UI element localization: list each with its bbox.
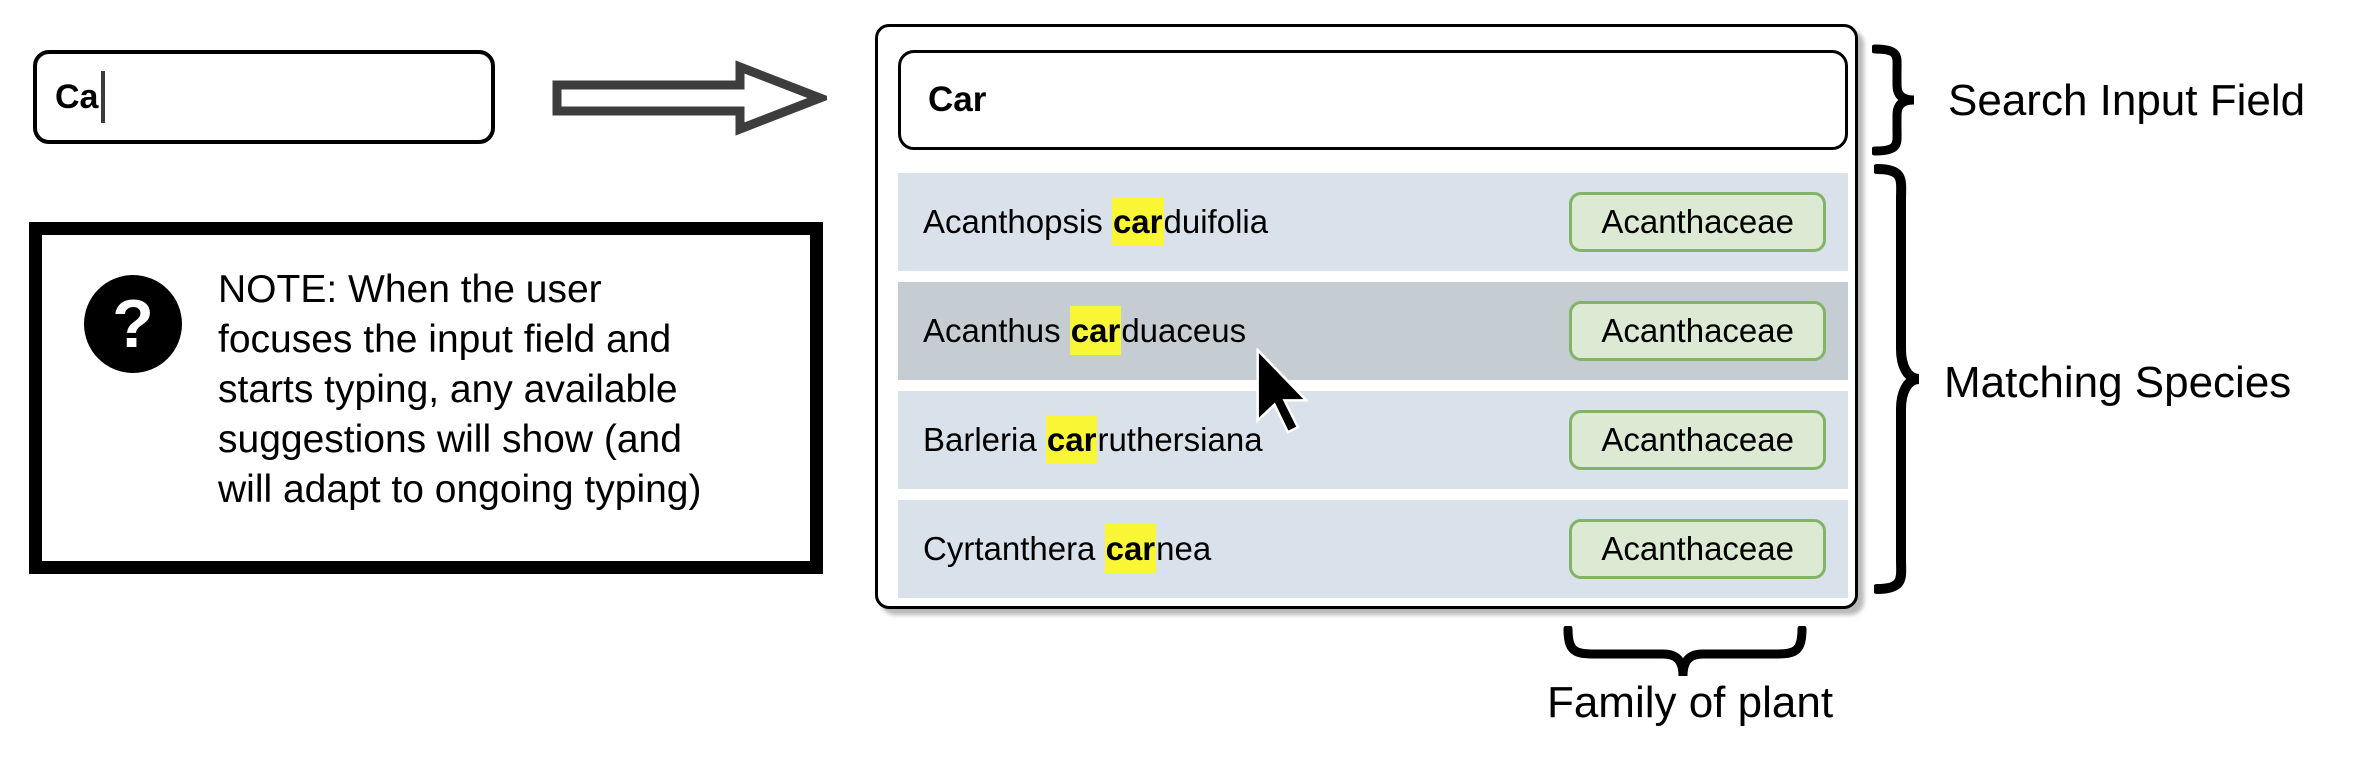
typing-search-input[interactable]: Ca	[33, 50, 495, 144]
family-badge: Acanthaceae	[1569, 519, 1826, 579]
search-input-value: Car	[928, 80, 987, 119]
search-input[interactable]: Car	[898, 50, 1848, 150]
label-search-input-field: Search Input Field	[1948, 76, 2306, 125]
label-matching-species: Matching Species	[1944, 358, 2292, 407]
suggestions-panel: Car Acanthopsis carduifolia Acanthaceae …	[875, 24, 1858, 609]
match-highlight: car	[1069, 306, 1122, 355]
match-highlight: car	[1111, 197, 1164, 246]
note-text: NOTE: When the user focuses the input fi…	[218, 265, 701, 515]
family-badge: Acanthaceae	[1569, 410, 1826, 470]
text-caret	[101, 71, 106, 123]
species-name: Acanthus carduaceus	[923, 306, 1246, 355]
right-arrow-icon	[552, 60, 833, 141]
typing-search-input-value: Ca	[55, 77, 99, 116]
species-name: Barleria carruthersiana	[923, 415, 1263, 464]
brace-family	[1563, 624, 1807, 685]
question-icon: ?	[84, 275, 182, 373]
species-name: Cyrtanthera carnea	[923, 524, 1211, 573]
note-line: starts typing, any available	[218, 368, 678, 411]
note-line: NOTE: When the user	[218, 268, 602, 311]
match-highlight: car	[1045, 415, 1098, 464]
note-line: focuses the input field and	[218, 318, 672, 361]
suggestion-row-hovered[interactable]: Acanthus carduaceus Acanthaceae	[898, 282, 1848, 380]
family-badge: Acanthaceae	[1569, 192, 1826, 252]
match-highlight: car	[1104, 524, 1157, 573]
suggestion-row[interactable]: Cyrtanthera carnea Acanthaceae	[898, 500, 1848, 598]
suggestion-row[interactable]: Acanthopsis carduifolia Acanthaceae	[898, 173, 1848, 271]
brace-matching-species	[1872, 164, 1922, 599]
mouse-cursor-icon	[1256, 346, 1310, 441]
label-family-of-plant: Family of plant	[1546, 678, 1834, 727]
note-line: suggestions will show (and	[218, 418, 682, 461]
brace-search-input	[1870, 44, 1918, 161]
suggestion-row[interactable]: Barleria carruthersiana Acanthaceae	[898, 391, 1848, 489]
family-badge: Acanthaceae	[1569, 301, 1826, 361]
note-line: will adapt to ongoing typing)	[218, 468, 702, 511]
species-name: Acanthopsis carduifolia	[923, 197, 1268, 246]
note-box: ? NOTE: When the user focuses the input …	[29, 222, 823, 574]
